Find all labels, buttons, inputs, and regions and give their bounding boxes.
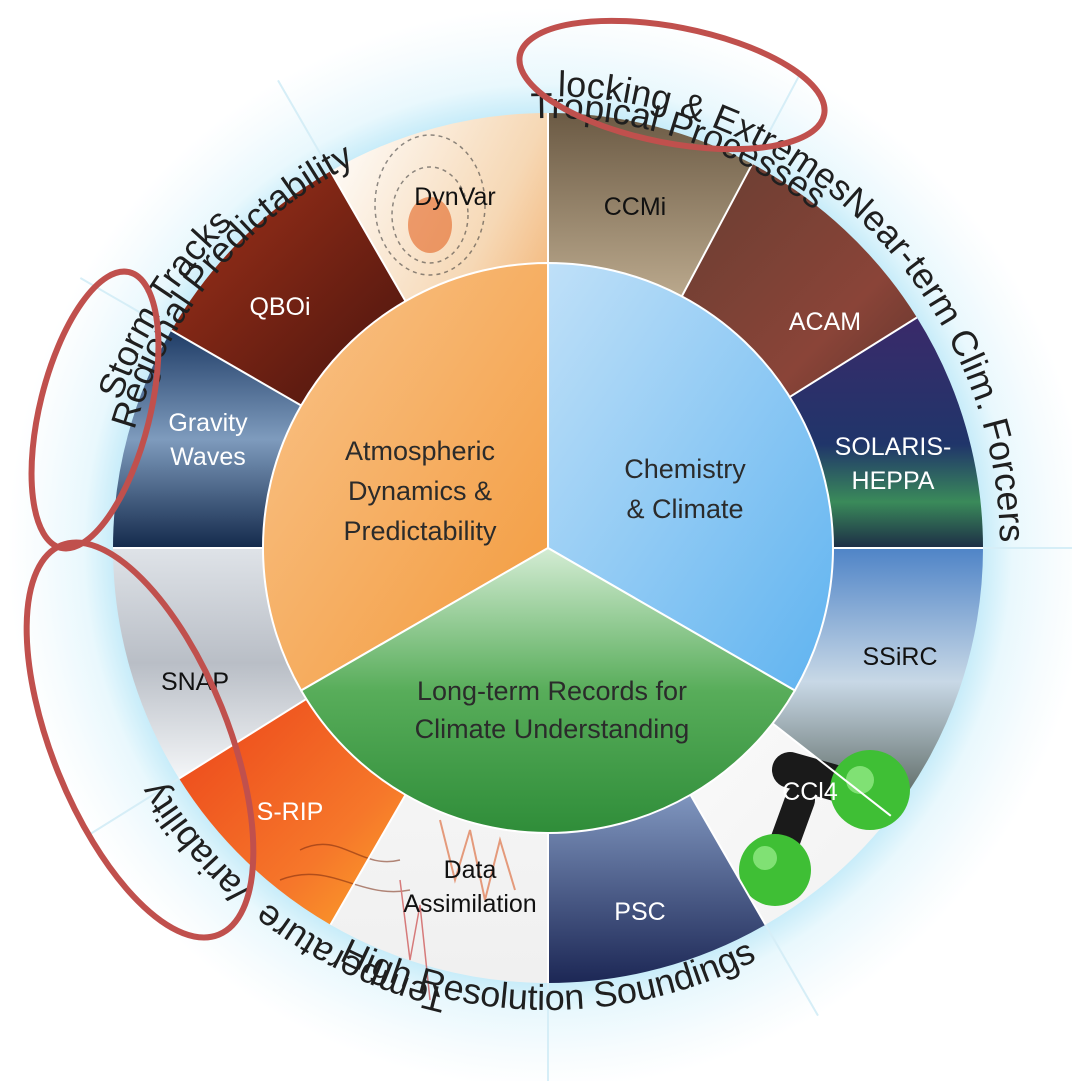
segment-textures bbox=[279, 134, 516, 1001]
activity-label-solaris: SOLARIS-HEPPA bbox=[835, 433, 952, 495]
activity-label-qboi: QBOi bbox=[249, 293, 310, 321]
segment-divider bbox=[776, 316, 918, 406]
ccl4-molecule bbox=[739, 750, 910, 906]
segment-divider bbox=[170, 329, 315, 414]
segment-divider bbox=[178, 690, 320, 780]
core-circle bbox=[262, 261, 834, 834]
activity-label-ccl4: CCl4 bbox=[782, 778, 838, 806]
activity-label-ccmi: CCMi bbox=[604, 193, 667, 221]
ring-divider bbox=[764, 924, 819, 1017]
core-sector-chem bbox=[547, 261, 834, 692]
core-sector-dyn bbox=[262, 261, 549, 692]
core-sector-long bbox=[299, 546, 797, 834]
activity-label-ssirc: SSiRC bbox=[862, 643, 937, 671]
ring-divider bbox=[89, 777, 180, 836]
activity-label-srip: S-RIP bbox=[257, 798, 324, 826]
segment-dividers bbox=[113, 113, 983, 983]
highlight-tropical-processes bbox=[516, 17, 828, 153]
activity-label-acam: ACAM bbox=[789, 308, 861, 336]
segment-divider bbox=[673, 163, 754, 311]
segment-divider bbox=[329, 781, 414, 926]
activity-label-psc: PSC bbox=[614, 898, 665, 926]
core-label-chemistry-climate: Chemistry& Climate bbox=[624, 454, 746, 524]
activity-label-snap: SNAP bbox=[161, 668, 229, 696]
segment-divider bbox=[329, 170, 414, 315]
ring-divider bbox=[277, 79, 332, 172]
segment-divider bbox=[682, 781, 767, 926]
segment-divider bbox=[760, 713, 892, 817]
activity-label-dynvar: DynVar bbox=[414, 183, 496, 211]
highlight-blocking-extremes bbox=[23, 539, 257, 941]
